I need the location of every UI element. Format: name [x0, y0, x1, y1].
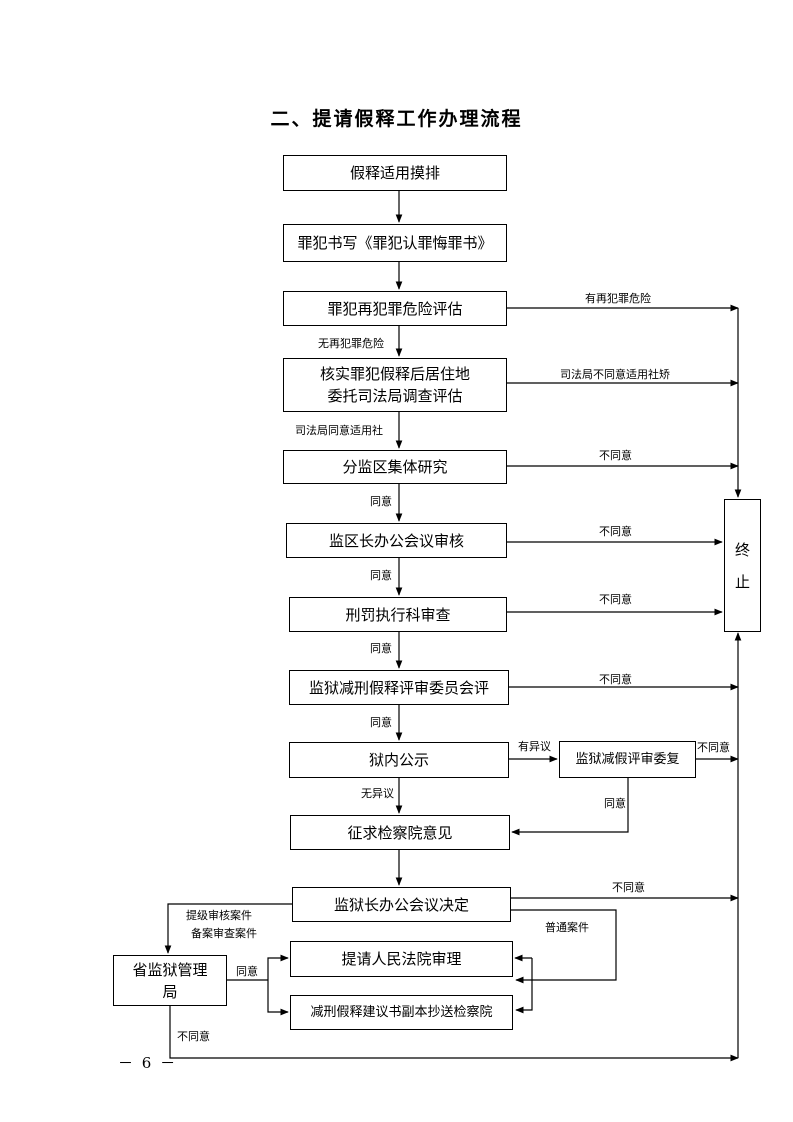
label-escalate-1: 提级审核案件 — [186, 909, 252, 922]
arrow-b12-normal — [511, 909, 617, 984]
arrow-normal-b14 — [515, 958, 533, 1014]
label-escalate-2: 备案审查案件 — [191, 927, 257, 940]
step-box-risk-assessment: 罪犯再犯罪危险评估 — [283, 291, 507, 326]
label-agree-bureau: 同意 — [236, 965, 258, 978]
residence-check-line2: 委托司法局调查评估 — [327, 387, 463, 405]
label-no-risk: 无再犯罪危险 — [318, 337, 384, 350]
label-disagree-b8: 不同意 — [599, 673, 632, 686]
provincial-bureau-line2: 局 — [162, 982, 178, 1001]
step-box-penalty-review: 刑罚执行科审查 — [289, 597, 507, 632]
step-box-subdivision-study: 分监区集体研究 — [283, 450, 507, 484]
label-disagree-b6: 不同意 — [599, 525, 632, 538]
step-box-warden-decision: 监狱长办公会议决定 — [292, 887, 511, 922]
step-box-feasibility: 假释适用摸排 — [283, 155, 507, 191]
step-box-copy-procuratorate: 减刑假释建议书副本抄送检察院 — [290, 995, 513, 1030]
page-number: － 6 － — [118, 1054, 178, 1072]
arrow-b10-b11 — [511, 778, 629, 836]
label-disagree-b5: 不同意 — [599, 449, 632, 462]
label-no-objection: 无异议 — [361, 787, 394, 800]
label-normal-case: 普通案件 — [545, 921, 589, 934]
arrow-b15-b13 — [267, 954, 289, 980]
step-box-provincial-bureau: 省监狱管理 局 — [113, 955, 227, 1006]
label-agree-b6: 同意 — [370, 569, 392, 582]
label-has-objection: 有异议 — [518, 740, 551, 753]
step-box-committee-recheck: 监狱减假评审委复 — [559, 741, 696, 778]
step-box-procuratorate-opinion: 征求检察院意见 — [290, 815, 510, 850]
label-agree-b5: 同意 — [370, 495, 392, 508]
arrow-b15-end — [169, 1006, 739, 1062]
terminate-box: 终 止 — [724, 499, 761, 632]
step-box-confession: 罪犯书写《罪犯认罪悔罪书》 — [283, 224, 507, 262]
label-bureau-disagree: 司法局不同意适用社矫 — [560, 368, 670, 381]
label-bureau-agree: 司法局同意适用社 — [295, 424, 383, 437]
label-agree-b8: 同意 — [370, 716, 392, 729]
terminate-line2: 止 — [734, 572, 750, 591]
residence-check-line1: 核实罪犯假释后居住地 — [319, 365, 470, 383]
label-disagree-b7: 不同意 — [599, 593, 632, 606]
arrow-b15-b14 — [267, 980, 289, 1016]
provincial-bureau-line1: 省监狱管理 — [132, 960, 208, 979]
step-box-court-review: 提请人民法院审理 — [290, 941, 513, 977]
step-box-residence-check: 核实罪犯假释后居住地 委托司法局调查评估 — [283, 358, 507, 412]
label-disagree-bureau: 不同意 — [177, 1030, 210, 1043]
label-disagree-b12: 不同意 — [612, 881, 645, 894]
label-agree-b7: 同意 — [370, 642, 392, 655]
terminate-line1: 终 — [734, 540, 750, 559]
page-title: 二、提请假释工作办理流程 — [270, 108, 523, 130]
label-disagree-b10: 不同意 — [697, 741, 730, 754]
step-box-committee-review: 监狱减刑假释评审委员会评 — [289, 670, 509, 705]
step-box-warden-review: 监区长办公会议审核 — [286, 523, 507, 558]
arrow-b12-b15 — [164, 903, 292, 954]
label-agree-b10: 同意 — [604, 797, 626, 810]
label-has-risk: 有再犯罪危险 — [585, 292, 651, 305]
step-box-public-notice: 狱内公示 — [289, 742, 509, 778]
